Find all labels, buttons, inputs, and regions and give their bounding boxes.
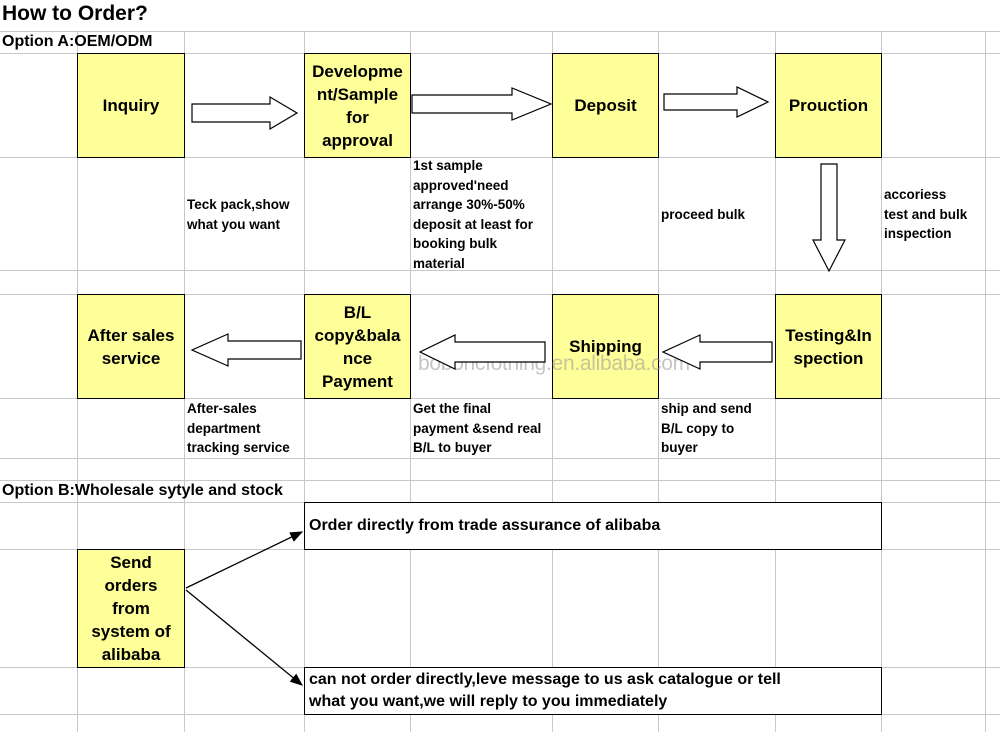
send-orders-box: Send orders from system of alibaba bbox=[77, 549, 185, 668]
option-a-heading: Option A:OEM/ODM bbox=[2, 33, 153, 50]
step-after-sales: After sales service bbox=[77, 294, 185, 399]
arrow-right-1 bbox=[191, 95, 299, 131]
page-title: How to Order? bbox=[2, 2, 148, 25]
arrow-left-3 bbox=[190, 333, 302, 367]
step-deposit: Deposit bbox=[552, 53, 659, 158]
step-inquiry: Inquiry bbox=[77, 53, 185, 158]
step-shipping: Shipping bbox=[552, 294, 659, 399]
step-bl-payment: B/L copy&bala nce Payment bbox=[304, 294, 411, 399]
arrow-to-option-1 bbox=[185, 531, 304, 589]
note-payment: Get the final payment &send real B/L to … bbox=[413, 401, 542, 455]
step-testing-inspection: Testing&In spection bbox=[775, 294, 882, 399]
note-shipping: ship and send B/L copy to buyer bbox=[661, 401, 752, 455]
step-production: Prouction bbox=[775, 53, 882, 158]
option-b-heading: Option B:Wholesale sytyle and stock bbox=[2, 482, 283, 499]
arrow-right-3 bbox=[663, 86, 770, 118]
leave-message-option: can not order directly,leve message to u… bbox=[304, 667, 882, 715]
note-production: accoriess test and bulk inspection bbox=[884, 187, 968, 241]
arrow-down bbox=[812, 163, 846, 273]
note-sample: 1st sample approved'need arrange 30%-50%… bbox=[413, 158, 534, 271]
note-inquiry: Teck pack,show what you want bbox=[187, 197, 290, 232]
note-deposit: proceed bulk bbox=[661, 207, 746, 222]
arrow-left-2 bbox=[418, 334, 546, 370]
arrow-left-1 bbox=[661, 334, 773, 370]
step-development-sample: Developme nt/Sample for approval bbox=[304, 53, 411, 158]
arrow-right-2 bbox=[411, 87, 553, 121]
note-after-sales: After-sales department tracking service bbox=[187, 401, 290, 455]
trade-assurance-option: Order directly from trade assurance of a… bbox=[304, 502, 882, 550]
arrow-to-option-2 bbox=[185, 589, 304, 686]
